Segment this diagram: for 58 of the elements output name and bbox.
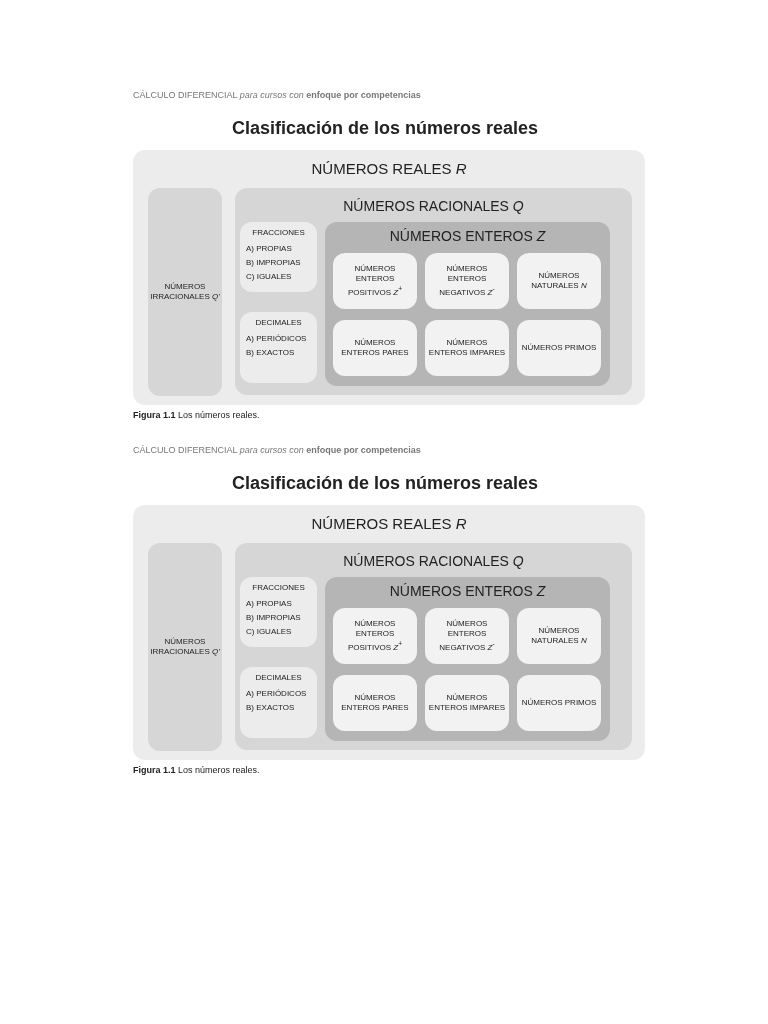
set-label: NÚMEROS ENTEROS PARES [340, 693, 410, 713]
set-card [517, 675, 601, 731]
set-card [333, 675, 417, 731]
set-card [333, 320, 417, 376]
category-heading: DECIMALES [254, 673, 303, 682]
set-label: NÚMEROS ENTEROS IMPARES [427, 338, 507, 358]
list-item: B) EXACTOS [246, 348, 295, 357]
figure-caption: Figura 1.1 Los números reales. [133, 765, 260, 775]
set-card [333, 253, 417, 309]
set-label: NÚMEROS ENTEROS NEGATIVOS Z$^{-}$ [438, 264, 496, 298]
set-label: NÚMEROS IRRACIONALES Q' [150, 637, 220, 657]
set-card [425, 675, 509, 731]
set-card [425, 253, 509, 309]
list-item: A) PROPIAS [246, 599, 292, 608]
set-heading: NÚMEROS ENTEROS Z [388, 228, 547, 244]
list-item: A) PERIÓDICOS [246, 689, 307, 698]
set-label: NÚMEROS ENTEROS POSITIVOS Z$^{+}$ [346, 264, 404, 298]
list-item: C) IGUALES [246, 627, 292, 636]
set-card [333, 608, 417, 664]
set-card [425, 608, 509, 664]
heading-text: Clasificación de los números reales [232, 118, 539, 139]
set-panel [325, 222, 610, 386]
list-item: A) PROPIAS [246, 244, 292, 253]
set-label: NÚMEROS ENTEROS POSITIVOS Z$^{+}$ [346, 619, 404, 653]
set-heading: NÚMEROS RACIONALES Q [342, 553, 525, 569]
set-label: NÚMEROS ENTEROS IMPARES [427, 693, 507, 713]
set-card [517, 608, 601, 664]
heading-text: Clasificación de los números reales [232, 473, 539, 494]
set-panel [133, 505, 645, 760]
set-label: NÚMEROS PRIMOS [520, 343, 598, 353]
set-card [517, 320, 601, 376]
list-item: B) IMPROPIAS [246, 613, 301, 622]
list-item: B) EXACTOS [246, 703, 295, 712]
set-panel [325, 577, 610, 741]
running-header: CÁLCULO DIFERENCIAL para cursos con enfoque por competencias [133, 445, 421, 455]
category-heading: DECIMALES [254, 318, 303, 327]
set-panel [235, 188, 632, 395]
list-item: A) PERIÓDICOS [246, 334, 307, 343]
list-item: B) IMPROPIAS [246, 258, 301, 267]
set-card [517, 253, 601, 309]
list-item: C) IGUALES [246, 272, 292, 281]
set-label: NÚMEROS ENTEROS NEGATIVOS Z$^{-}$ [438, 619, 496, 653]
category-heading: FRACCIONES [251, 583, 306, 592]
set-label: NÚMEROS ENTEROS PARES [340, 338, 410, 358]
running-header: CÁLCULO DIFERENCIAL para cursos con enfoque por competencias [133, 90, 421, 100]
set-card [425, 320, 509, 376]
category-heading: FRACCIONES [251, 228, 306, 237]
set-panel [133, 150, 645, 405]
set-label: NÚMEROS NATURALES N [530, 626, 588, 646]
set-label: NÚMEROS NATURALES N [530, 271, 588, 291]
set-heading: NÚMEROS RACIONALES Q [342, 198, 525, 214]
set-heading: NÚMEROS REALES R [310, 515, 468, 532]
set-label: NÚMEROS IRRACIONALES Q' [150, 282, 220, 302]
set-heading: NÚMEROS ENTEROS Z [388, 583, 547, 599]
set-label: NÚMEROS PRIMOS [520, 698, 598, 708]
figure-caption: Figura 1.1 Los números reales. [133, 410, 260, 420]
set-panel [235, 543, 632, 750]
set-heading: NÚMEROS REALES R [310, 160, 468, 177]
